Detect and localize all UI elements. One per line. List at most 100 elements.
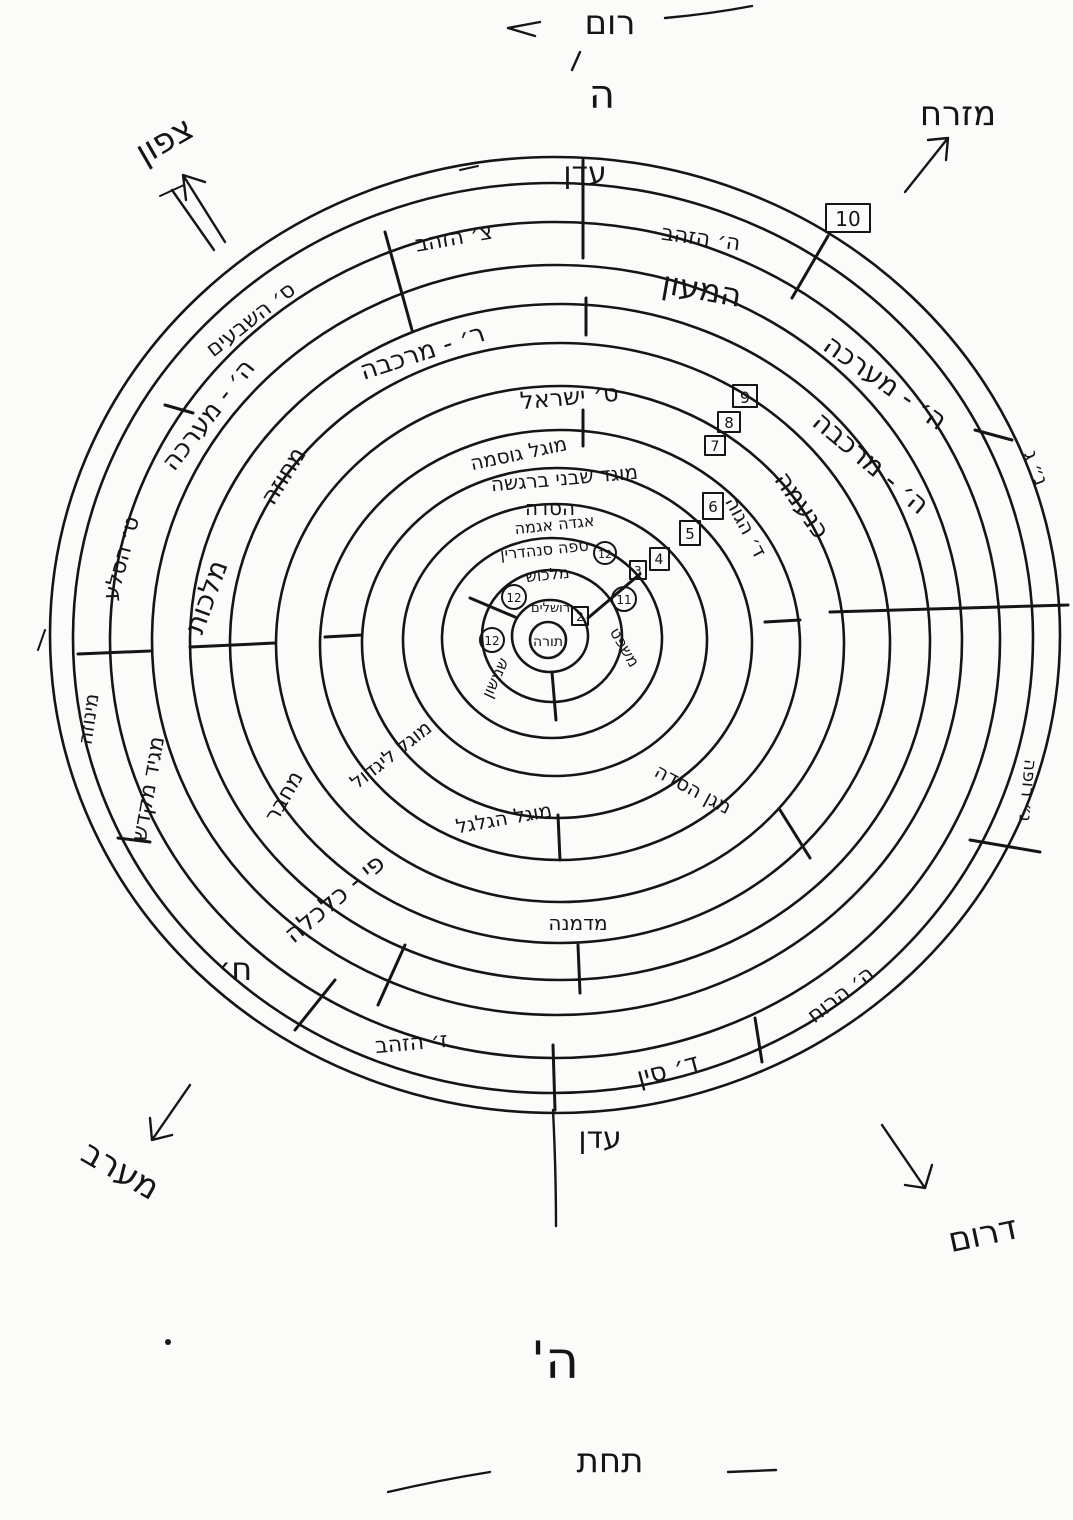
- box-2-label: 2: [576, 610, 584, 624]
- divider-bottomleft-3: [376, 943, 407, 1007]
- box-4: 4: [649, 547, 670, 571]
- label-r3-bottom: ד׳ סין: [634, 1048, 703, 1093]
- top-tick: [570, 50, 582, 72]
- north-arrow: [181, 173, 227, 244]
- rings: [48, 155, 1062, 1115]
- box-7-label: 7: [711, 439, 720, 455]
- circle-12-a-label: 12: [506, 591, 521, 605]
- north-arrow-2: [170, 188, 216, 252]
- label-r5-bottom: מחבר: [260, 767, 309, 827]
- divider-topright-2: [973, 428, 1014, 442]
- top-arrow-left: [506, 20, 542, 38]
- label-r9-mid: ספה סנהדרין: [499, 535, 589, 563]
- box-6: 6: [702, 492, 724, 520]
- ring-1: [48, 155, 1062, 1115]
- label-top-he: ה: [589, 72, 615, 118]
- label-r5-left: מגיד מקדש: [127, 734, 170, 843]
- top-line-right: [663, 4, 754, 20]
- divider-left-3: [323, 633, 364, 639]
- divider-bottom-2: [576, 943, 582, 995]
- label-outer-right-top: נ״ ג: [1019, 447, 1054, 489]
- box-4-label: 4: [655, 552, 664, 568]
- label-r2-top-right: ה׳ הזהב: [660, 221, 742, 257]
- south-arrow: [880, 1123, 934, 1190]
- divider-center-1: [468, 596, 517, 619]
- circle-12-b-label: 12: [484, 634, 499, 648]
- box-3: 3: [629, 560, 647, 580]
- outer-ticks: [37, 165, 479, 651]
- box-6-label: 6: [708, 498, 718, 516]
- dividers: [76, 158, 1070, 1112]
- divider-topleft-2: [163, 403, 195, 415]
- divider-bottomright-3: [968, 838, 1042, 854]
- bottom-vertical: [551, 1108, 558, 1228]
- divider-bottom-3: [556, 813, 562, 862]
- label-r8-top: הסדה: [525, 496, 575, 520]
- label-r6-right: ד׳ הגוה: [720, 492, 772, 561]
- divider-left-2: [188, 641, 277, 649]
- stray-dot: [165, 1339, 171, 1345]
- ring-labels: ה׳ הזהב צ׳ הזהב ס׳ השבעים ט׳ הסלע ז׳ הזה…: [73, 219, 954, 1092]
- bottom-line-right: [726, 1468, 778, 1474]
- label-r3-left: ה׳ - מערכה: [156, 353, 262, 476]
- circle-12-c: 12: [593, 541, 617, 565]
- label-maarav: מערב: [74, 1132, 166, 1208]
- divider-bottomright: [753, 1016, 764, 1064]
- label-r4-left: מחוזה: [255, 442, 312, 510]
- label-r2-bottom-left: ז׳ הזהב: [374, 1028, 449, 1059]
- ring-5: [188, 302, 932, 982]
- outer-tick-nw: [159, 184, 185, 197]
- label-r10-left: שמשון: [477, 655, 512, 701]
- ring-4: [150, 263, 964, 1017]
- box-3-label: 3: [634, 564, 642, 578]
- label-r7-left: מוגל ליגדול: [345, 715, 436, 794]
- box-5-label: 5: [685, 525, 695, 543]
- ring-10: [401, 502, 709, 778]
- label-r8-bottom: מדמנה: [548, 911, 607, 935]
- label-r3-top: המעון: [659, 264, 744, 315]
- direction-labels: רום ה מזרח צפון מערב דרום ה' תחת: [74, 3, 1020, 1481]
- outer-tick-w: [37, 629, 46, 651]
- circle-12-c-label: 12: [598, 548, 612, 561]
- circle-12-b: 12: [479, 627, 505, 653]
- label-eden-bottom: עדן: [578, 1121, 621, 1156]
- circle-11-label: 11: [616, 593, 631, 607]
- label-outer-right-bottom: נ״ רופה: [1014, 758, 1040, 822]
- west-arrow: [148, 1083, 192, 1142]
- divider-center-3: [550, 670, 558, 722]
- label-r6-bottom: מוגל הגלגל: [454, 798, 554, 839]
- label-tachat: תחת: [577, 1441, 644, 1481]
- box-9: 9: [732, 384, 758, 408]
- ring-11: [440, 536, 664, 740]
- divider-bottomleft-2: [293, 978, 337, 1032]
- label-bottom-he: ה': [531, 1331, 579, 1391]
- circle-12-a: 12: [501, 584, 527, 610]
- ring-13: [510, 598, 590, 674]
- box-5: 5: [679, 520, 701, 546]
- box-7: 7: [704, 435, 726, 456]
- divider-right-2: [763, 618, 802, 624]
- divider-bottomleft: [116, 836, 152, 844]
- ring-12: [480, 568, 624, 704]
- divider-topright: [790, 234, 830, 300]
- box-9-label: 9: [740, 388, 750, 407]
- label-core: תורה: [533, 634, 563, 650]
- label-eden-top: עדן: [563, 156, 606, 191]
- label-tzafon: צפון: [129, 108, 201, 173]
- label-r2-bottom-right: ה׳ הרוח: [803, 961, 880, 1029]
- circle-11: 11: [611, 586, 637, 612]
- divider-center-2: [586, 572, 642, 620]
- east-arrow: [903, 136, 950, 194]
- outer-tick-ne: [459, 165, 479, 171]
- box-10: 10: [825, 203, 871, 233]
- box-8: 8: [717, 411, 741, 433]
- box-10-label: 10: [835, 207, 860, 231]
- numbered-boxes: 10 9 8 7 6 5 4 3: [479, 203, 871, 653]
- divider-topleft: [383, 230, 414, 332]
- ring-core: [528, 620, 568, 660]
- label-left-extra2: מלכות: [178, 556, 235, 638]
- direction-strokes: [148, 4, 950, 1494]
- label-rom: רום: [584, 3, 635, 43]
